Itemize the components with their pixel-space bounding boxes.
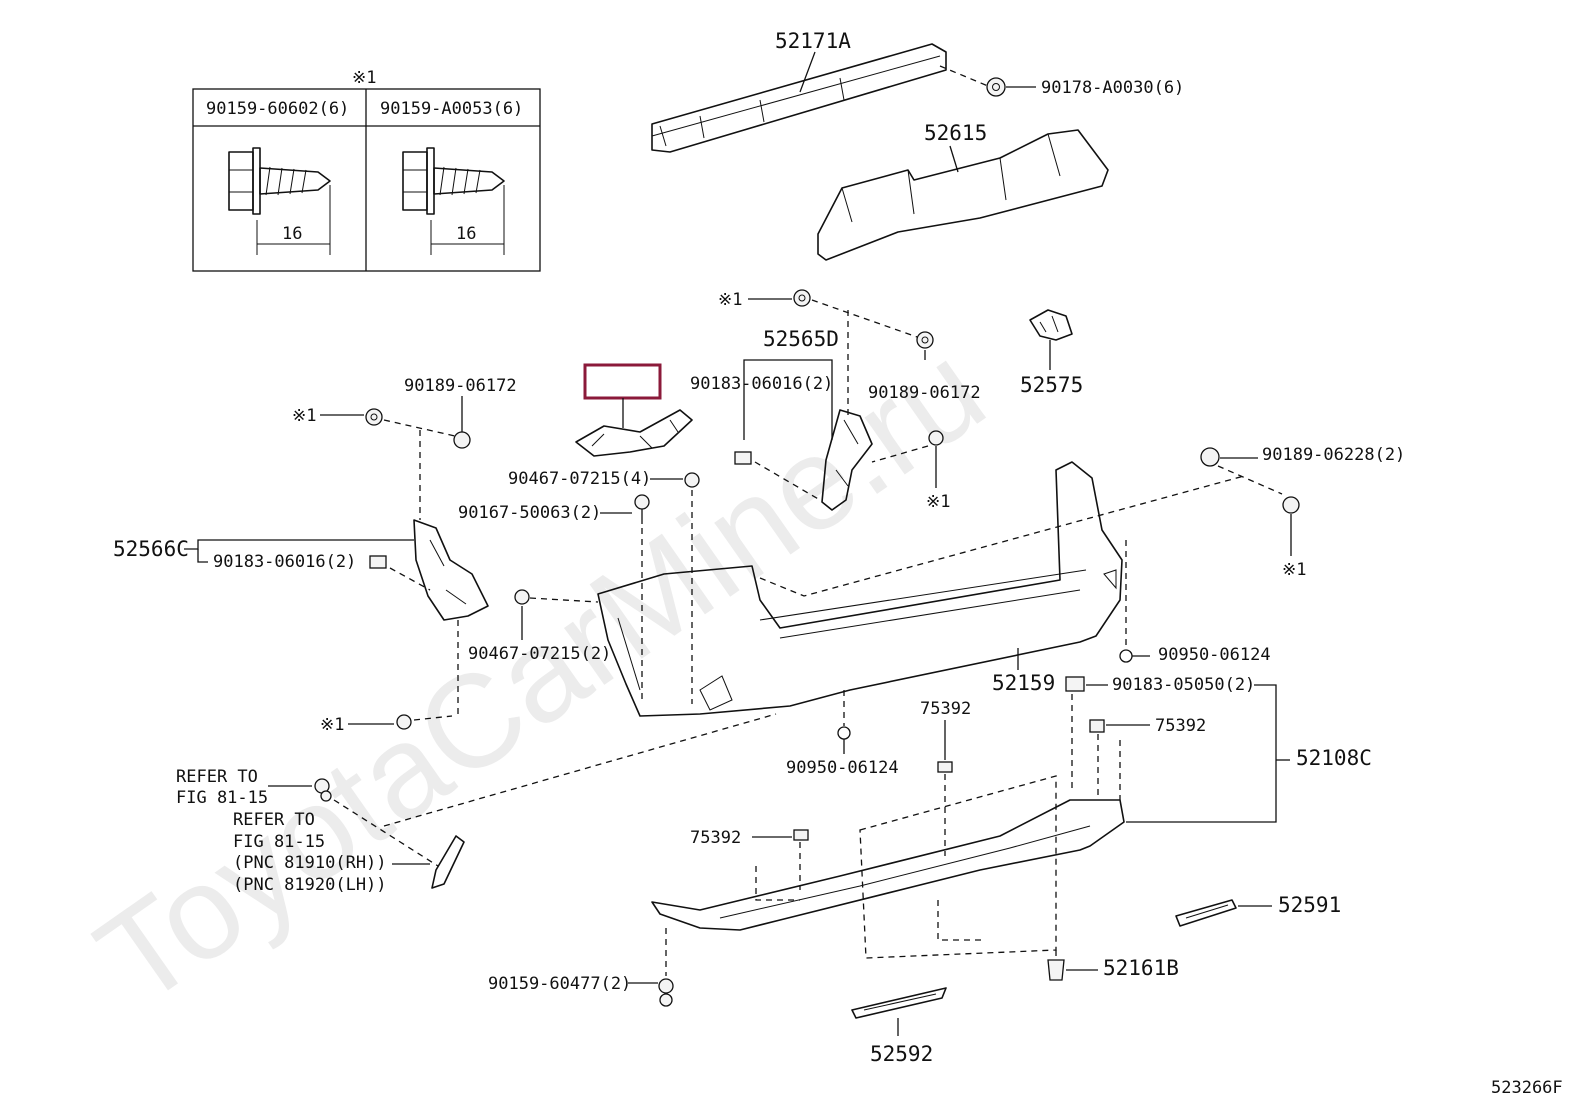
side-retainer-right: ※1 52565D 90183-06016(2) 90189-06172 ※1 — [690, 289, 981, 512]
screw-90167 — [634, 494, 650, 524]
label-52566C: 52566C — [113, 537, 189, 561]
label-75392-left: 75392 — [690, 828, 741, 848]
energy-absorber: 52615 — [817, 121, 1109, 261]
bolt-mid — [928, 430, 944, 446]
reflector-52591: 52591 — [1175, 893, 1341, 927]
inset-left-dimension: 16 — [282, 224, 302, 244]
bumper-cover: 52159 90950-06124 90950-06124 — [597, 461, 1271, 778]
rear-reflector-81910 — [431, 835, 465, 889]
refer2-line2: FIG 81-15 — [233, 832, 325, 852]
clip-90950-right — [1119, 649, 1133, 663]
rear-bumper-reinforcement: 52171A 90178-A0030(6) — [651, 29, 1184, 153]
clip-90189-mid — [916, 331, 934, 349]
screw-90467-2 — [514, 589, 530, 605]
clip-90183-top — [734, 451, 752, 465]
refer1-line1: REFER TO — [176, 767, 258, 787]
lower-spoiler: 90183-05050(2) 52108C 75392 75392 75392 … — [488, 675, 1372, 1007]
label-90950-mid: 90950-06124 — [786, 758, 899, 778]
screw-90159 — [658, 978, 674, 1007]
label-52565D: 52565D — [763, 327, 839, 351]
clip-52161B — [1047, 959, 1065, 981]
bracket-52575: 52575 — [1020, 309, 1083, 397]
label-52575: 52575 — [1020, 373, 1083, 397]
bracket-52576 — [575, 363, 693, 457]
mark-top: ※1 — [718, 290, 742, 310]
label-52591: 52591 — [1278, 893, 1341, 917]
label-90183-05050: 90183-05050(2) — [1112, 675, 1255, 695]
figure-code: 523266F — [1491, 1078, 1563, 1098]
label-90183-left: 90183-06016(2) — [213, 552, 356, 572]
inset-right-dimension: 16 — [456, 224, 476, 244]
clip-90950-mid — [837, 726, 851, 740]
mark-left-bottom: ※1 — [320, 715, 344, 735]
center-fasteners: 90467-07215(4) 90167-50063(2) 90467-0721… — [458, 469, 700, 704]
label-52171A: 52171A — [775, 29, 851, 53]
highlight-box — [583, 363, 662, 400]
screw-90467-4 — [684, 472, 700, 488]
label-90467-2: 90467-07215(2) — [468, 644, 611, 664]
bolt-left-bottom — [396, 714, 412, 730]
label-90189-left: 90189-06172 — [404, 376, 517, 396]
clip-90183-05050 — [1065, 676, 1085, 692]
label-52615: 52615 — [924, 121, 987, 145]
clip-90189-left — [453, 431, 471, 449]
label-90189-mid: 90189-06172 — [868, 383, 981, 403]
label-52159: 52159 — [992, 671, 1055, 695]
label-90178: 90178-A0030(6) — [1041, 78, 1184, 98]
bolt-left-top — [365, 408, 383, 426]
refer2-line3: (PNC 81910(RH)) — [233, 853, 387, 873]
label-75392-right: 75392 — [1155, 716, 1206, 736]
bolt-right — [1282, 496, 1300, 514]
side-retainer-left: 90189-06172 ※1 52566C 90183-06016(2) ※1 — [113, 376, 517, 735]
label-90159: 90159-60477(2) — [488, 974, 631, 994]
label-52161B: 52161B — [1103, 956, 1179, 980]
mark-right: ※1 — [1282, 560, 1306, 580]
tapping-screw-right: 16 — [402, 147, 505, 255]
clip-75392-top — [937, 761, 953, 773]
label-52108C: 52108C — [1296, 746, 1372, 770]
label-52592: 52592 — [870, 1042, 933, 1066]
watermark: ToyotaCarMine.ru — [72, 315, 1010, 1033]
refer-callouts: REFER TO FIG 81-15 REFER TO FIG 81-15 (P… — [176, 713, 777, 895]
refer2-line4: (PNC 81920(LH)) — [233, 875, 387, 895]
reflector-52592: 52592 — [851, 987, 947, 1066]
inset-right-part: 90159-A0053(6) — [380, 99, 523, 119]
refer2-line1: REFER TO — [233, 810, 315, 830]
refer1-line2: FIG 81-15 — [176, 788, 268, 808]
label-90467-4: 90467-07215(4) — [508, 469, 651, 489]
tapping-screw-left: 16 — [228, 147, 331, 255]
inset-note-mark: ※1 — [352, 68, 376, 88]
clip-90183-left — [369, 555, 387, 569]
bolt-refer — [314, 778, 332, 802]
label-75392-top: 75392 — [920, 699, 971, 719]
label-90167: 90167-50063(2) — [458, 503, 601, 523]
bolt-top — [793, 289, 811, 307]
clip-90189-right — [1200, 447, 1220, 467]
label-90189-right: 90189-06228(2) — [1262, 445, 1405, 465]
fastener-inset: ※1 90159-60602(6) 90159-A0053(6) 16 — [192, 68, 541, 272]
clip-75392-left — [793, 829, 809, 841]
inset-left-part: 90159-60602(6) — [206, 99, 349, 119]
label-90183-top: 90183-06016(2) — [690, 374, 833, 394]
mark-left-top: ※1 — [292, 406, 316, 426]
clip-75392-right — [1089, 719, 1105, 733]
right-fasteners: 90189-06228(2) ※1 — [1200, 445, 1405, 580]
label-90950-right: 90950-06124 — [1158, 645, 1271, 665]
nut-90178 — [986, 77, 1006, 97]
mark-mid: ※1 — [926, 492, 950, 512]
